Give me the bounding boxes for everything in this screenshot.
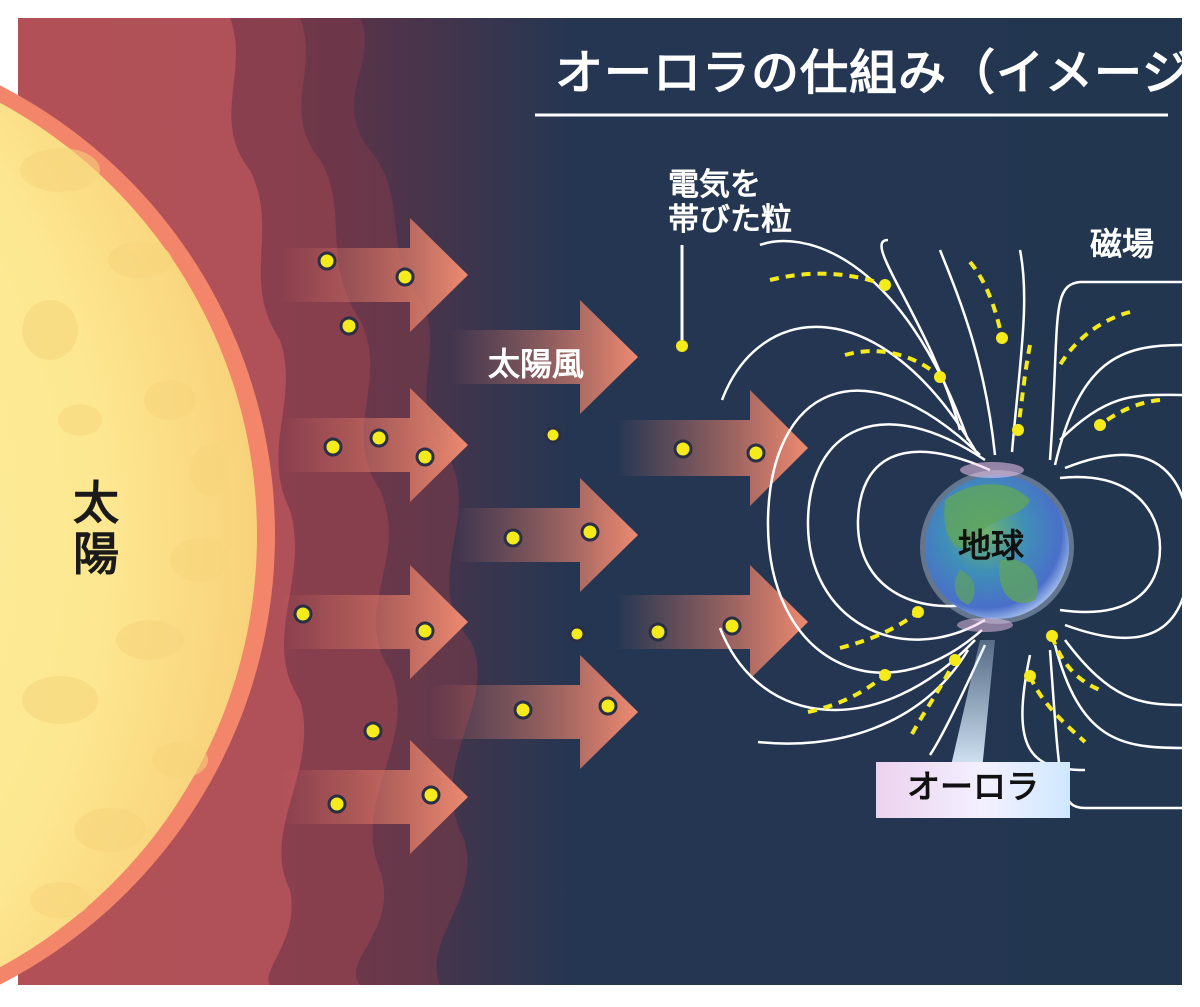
particle <box>949 654 961 666</box>
particle <box>503 528 523 548</box>
wind-arrow <box>455 478 638 592</box>
particle <box>580 522 600 542</box>
particle-label-dot <box>676 340 688 352</box>
solar-wind-label: 太陽風 <box>488 345 585 383</box>
particle <box>568 625 586 643</box>
wind-arrow <box>280 218 468 332</box>
charged-particles <box>293 251 766 814</box>
particle <box>395 267 415 287</box>
particle <box>722 616 742 636</box>
particle <box>513 700 533 720</box>
path-particles <box>879 279 1106 682</box>
sun-texture <box>20 148 230 918</box>
particle <box>293 604 313 624</box>
wind-arrow <box>280 740 468 854</box>
wind-arrow <box>450 300 638 414</box>
wind-arrow <box>280 565 468 679</box>
particle <box>369 428 389 448</box>
particle <box>746 443 766 463</box>
particle <box>339 316 359 336</box>
charged-particles-label: 電気を 帯びた粒 <box>668 168 792 237</box>
particle <box>996 332 1008 344</box>
particle <box>415 447 435 467</box>
particle <box>1094 419 1106 431</box>
particle <box>421 785 441 805</box>
wind-arrow <box>615 565 808 679</box>
particle <box>1046 630 1058 642</box>
particle <box>879 669 891 681</box>
wind-arrow <box>615 390 808 506</box>
magnetic-field-label: 磁場 <box>1090 225 1155 263</box>
aurora-glow-north <box>960 462 1024 478</box>
earth <box>920 462 1074 632</box>
particle <box>912 606 924 618</box>
wind-arrow <box>430 655 638 769</box>
particle <box>673 439 693 459</box>
charged-particles-label-line2: 帯びた粒 <box>668 201 792 238</box>
particle <box>363 721 383 741</box>
particle <box>327 794 347 814</box>
particle <box>317 251 337 271</box>
particle <box>323 437 343 457</box>
aurora-label: オーロラ <box>907 767 1039 806</box>
particle <box>415 621 435 641</box>
particle <box>544 426 562 444</box>
page-title: オーロラの仕組み（イメージ） <box>555 45 1200 101</box>
particle-paths <box>769 260 1161 744</box>
particle <box>1024 670 1036 682</box>
particle <box>648 622 668 642</box>
particle <box>879 279 891 291</box>
particle <box>1012 424 1024 436</box>
aurora-glow-south <box>957 618 1013 632</box>
sun-label: 太陽 <box>73 476 119 581</box>
aurora-label-box <box>876 762 1070 818</box>
earth-label: 地球 <box>958 526 1024 565</box>
aurora-beam <box>950 640 995 770</box>
charged-particles-label-line1: 電気を <box>668 167 761 203</box>
particle <box>934 371 946 383</box>
particle <box>598 696 618 716</box>
